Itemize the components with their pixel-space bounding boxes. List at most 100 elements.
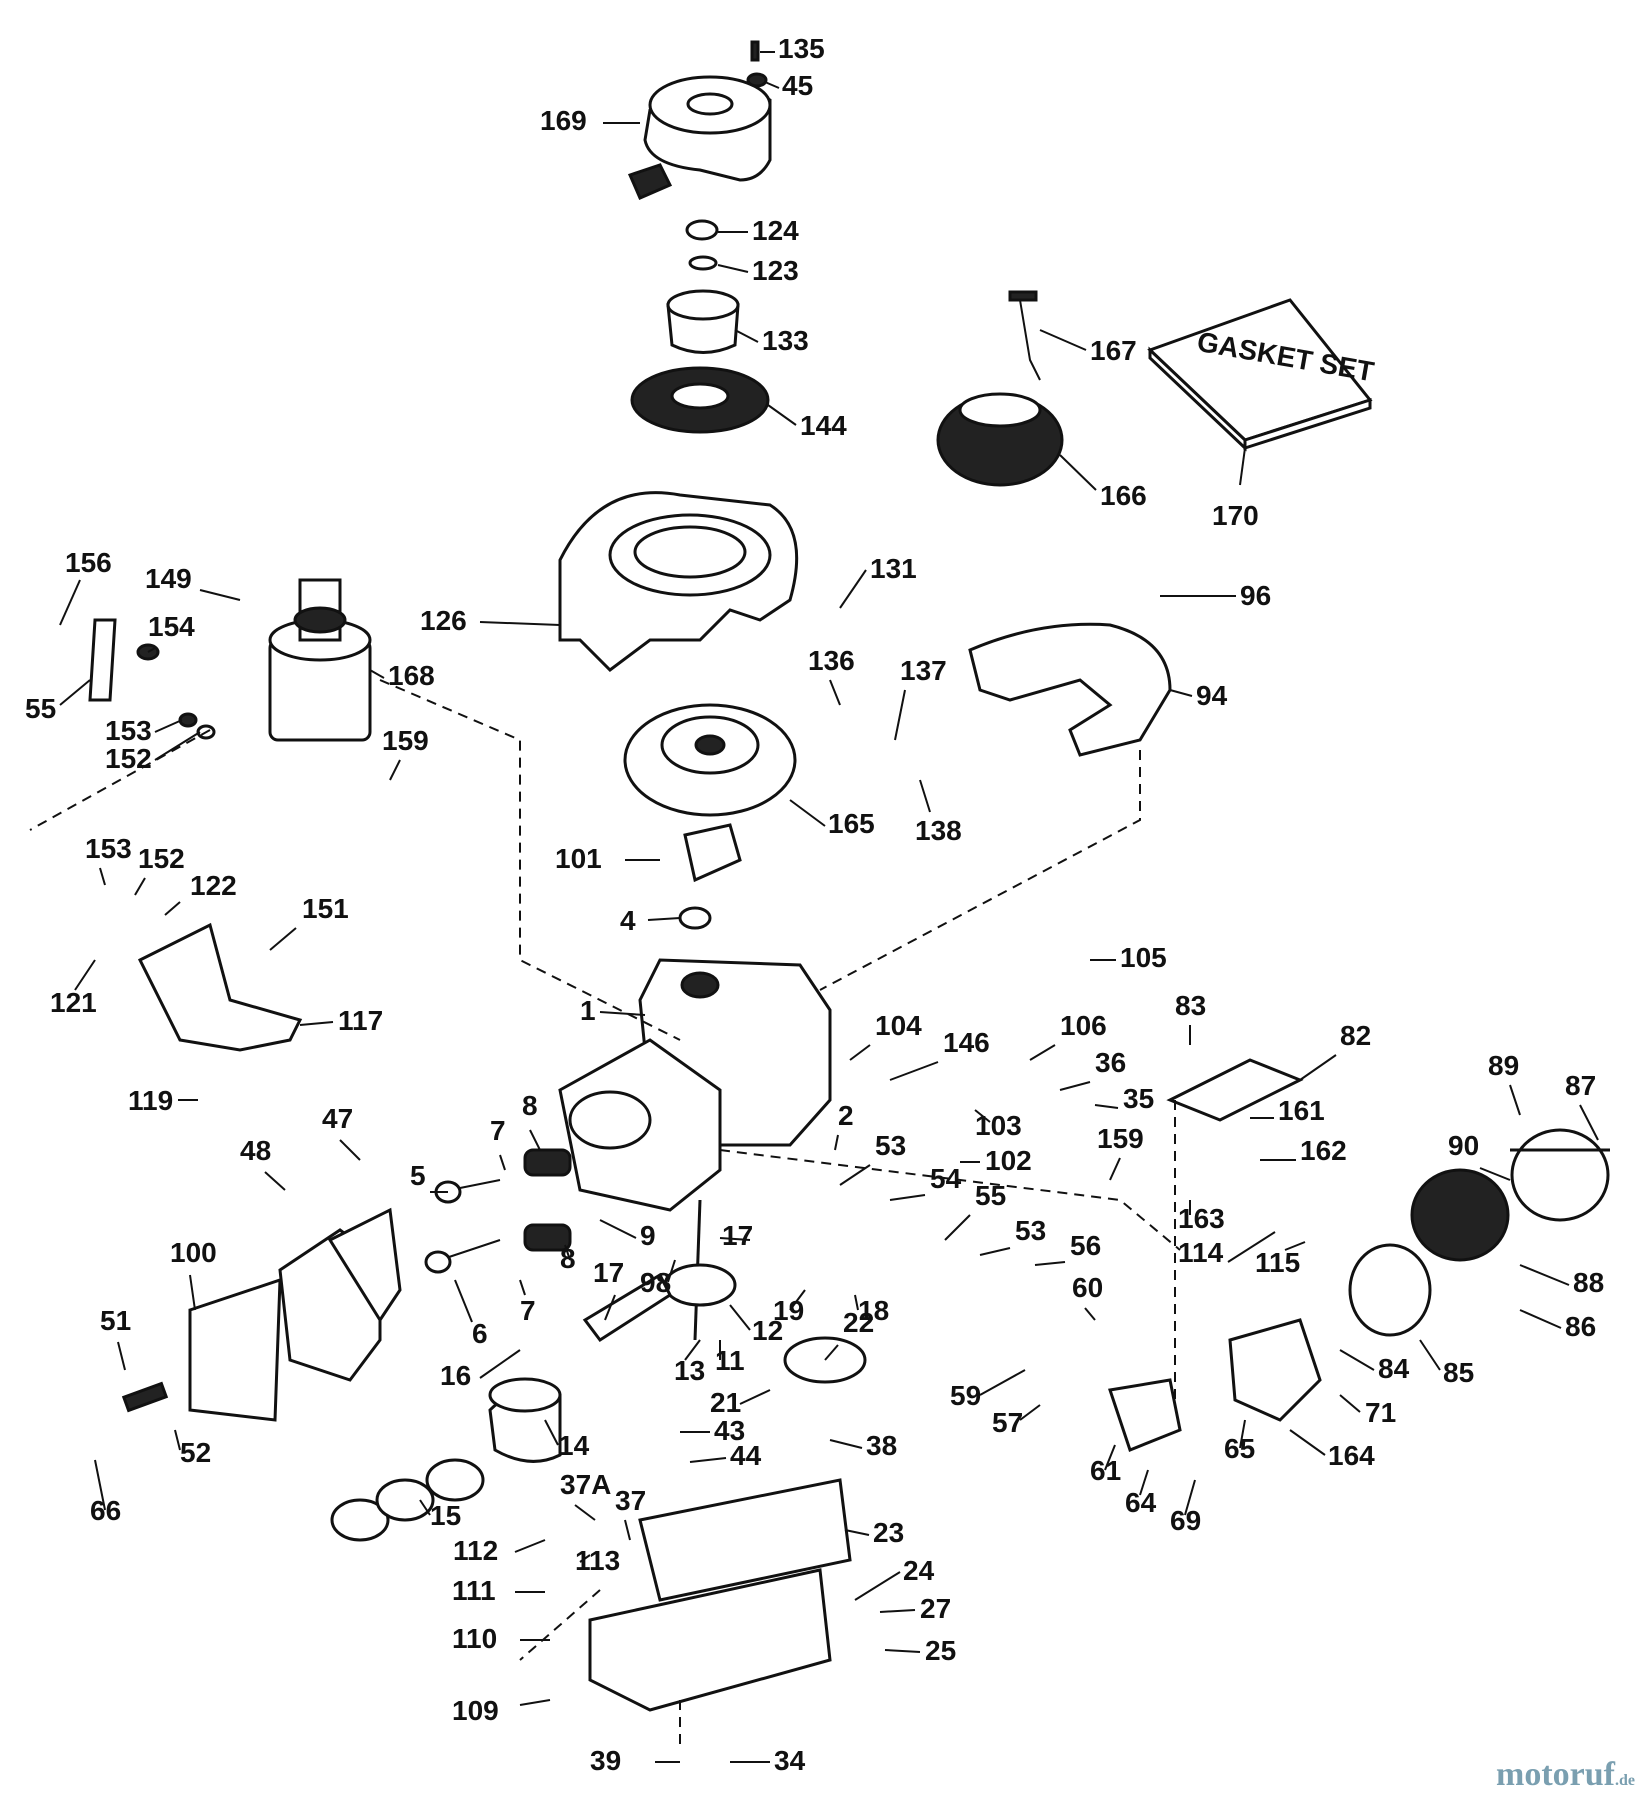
part-callout-152b: 152 [138,843,185,874]
watermark-logo: motoruf.de [1496,1756,1635,1794]
part-callout-53b: 53 [1015,1215,1046,1246]
part-callout-11: 11 [715,1345,745,1376]
part-callout-8b: 8 [560,1243,576,1274]
part-callout-24: 24 [903,1555,935,1586]
leader-line-94 [1169,689,1193,697]
leader-line-56 [1034,1261,1066,1266]
part-callout-9: 9 [640,1220,656,1251]
piston [488,1377,562,1463]
part-callout-126: 126 [420,605,467,636]
part-callout-110: 110 [452,1623,497,1654]
part-callout-15: 15 [430,1500,461,1531]
part-callout-35: 35 [1123,1083,1154,1114]
part-callout-166: 166 [1100,480,1147,511]
part-callout-17a: 17 [722,1220,753,1251]
part-callout-167: 167 [1090,335,1137,366]
part-callout-101: 101 [555,843,602,874]
leader-line-45 [764,81,780,89]
part-callout-25: 25 [925,1635,956,1666]
part-callout-47: 47 [322,1103,353,1134]
leader-line-106 [1029,1044,1056,1061]
part-callout-133: 133 [762,325,809,356]
part-callout-27: 27 [920,1593,951,1624]
part-callout-96: 96 [1240,580,1271,611]
leader-line-100 [189,1274,196,1311]
leader-line-64 [1139,1469,1149,1496]
leader-line-112 [514,1539,546,1553]
leader-line-22 [824,1344,839,1361]
leader-line-168 [369,669,385,679]
part-callout-23: 23 [873,1517,904,1548]
leader-line-90 [1479,1167,1511,1181]
leader-line-87 [1579,1104,1599,1141]
leader-line-151 [269,927,297,951]
air-cleaner-cover [1510,1128,1610,1222]
part-callout-161: 161 [1278,1095,1325,1126]
leader-line-21 [739,1389,771,1405]
leader-line-18 [854,1294,859,1311]
part-callout-17b: 17 [593,1257,624,1288]
part-callout-39: 39 [590,1745,621,1776]
part-callout-124: 124 [752,215,799,246]
part-callout-159b: 159 [1097,1123,1144,1154]
leader-line-38 [829,1439,863,1449]
leader-line-61 [1104,1444,1116,1471]
leader-line-14 [544,1419,559,1446]
part-callout-38: 38 [866,1430,897,1461]
part-callout-83: 83 [1175,990,1206,1021]
part-callout-123: 123 [752,255,799,286]
part-callout-86: 86 [1565,1311,1596,1342]
valve-6 [424,1239,501,1274]
leader-line-2 [834,1134,839,1151]
leader-line-65 [1239,1419,1246,1449]
screw-135 [750,40,760,62]
part-callout-37A: 37A [560,1469,611,1500]
part-callout-85: 85 [1443,1357,1474,1388]
part-callout-4: 4 [620,905,636,936]
bracket-100 [188,1277,282,1422]
gasket-set-box: GASKET SET [1147,298,1376,452]
part-callout-152a: 152 [105,743,152,774]
cylinder-head [278,1207,402,1382]
leader-line-57 [1019,1404,1041,1421]
part-callout-144: 144 [800,410,847,441]
leader-line-53a [839,1164,871,1186]
part-callout-56: 56 [1070,1230,1101,1261]
part-callout-117: 117 [338,1005,383,1036]
leader-line-37A [574,1504,596,1521]
part-callout-114: 114 [1178,1237,1224,1268]
assembly-line-a [379,679,681,1041]
watermark-suffix: .de [1615,1772,1635,1789]
leader-line-136 [829,679,841,706]
part-callout-64: 64 [1125,1487,1157,1518]
leader-line-84 [1339,1349,1375,1371]
part-callout-18: 18 [858,1295,889,1326]
part-callout-14: 14 [558,1430,590,1461]
leader-line-153a [154,719,183,733]
leader-line-8b [564,1244,571,1261]
part-callout-53a: 53 [875,1130,906,1161]
leader-line-59 [979,1369,1026,1396]
part-callout-159a: 159 [382,725,429,756]
leader-line-17b [604,1294,616,1321]
callout-leaders [59,51,1599,1763]
ignition-module [683,823,742,883]
leader-line-89 [1509,1084,1521,1116]
leader-line-55b [944,1214,971,1241]
leader-line-98 [667,1259,676,1283]
leader-line-48 [264,1171,286,1191]
part-callout-88: 88 [1573,1267,1604,1298]
nut-153-top [178,712,198,728]
leader-line-138 [919,779,931,813]
air-cleaner-base [1348,1243,1432,1337]
leader-line-71 [1339,1394,1361,1413]
blower-housing [558,491,799,672]
part-callout-154: 154 [148,611,195,642]
leader-line-159a [389,759,401,781]
part-callout-61: 61 [1090,1455,1121,1486]
leader-line-7b [519,1279,526,1296]
leader-line-164 [1289,1429,1326,1456]
flywheel [623,703,797,817]
part-callout-98: 98 [640,1267,671,1298]
